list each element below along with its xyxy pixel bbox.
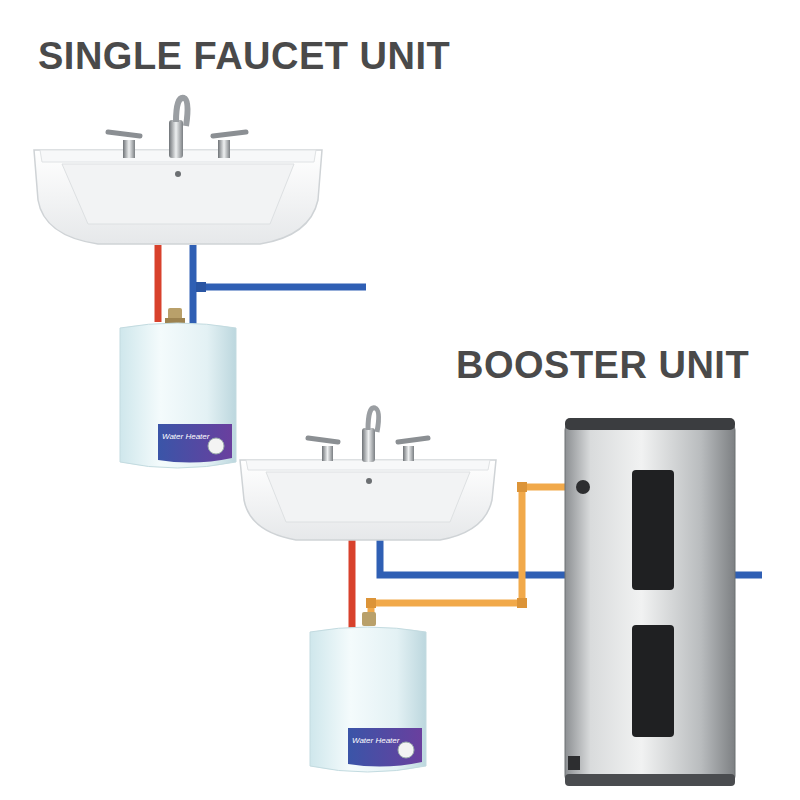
dial: [398, 742, 414, 758]
dial: [208, 438, 224, 454]
handle: [308, 438, 338, 442]
small-water-heater: [310, 627, 426, 772]
sink: [240, 460, 496, 540]
heater-badge-text: Water Heater: [352, 737, 399, 745]
valve: [362, 612, 376, 626]
single-faucet-unit: [34, 98, 366, 468]
faucet: [362, 428, 375, 462]
handle: [398, 438, 428, 442]
heater-badge-text: Water Heater: [162, 433, 209, 441]
hot-pipe: [349, 538, 356, 628]
heater-badge: [348, 728, 422, 767]
small-water-heater: [120, 323, 236, 468]
storage-tank: [565, 422, 735, 784]
section-heading: BOOSTER UNIT: [456, 345, 749, 387]
hot-pipe: [155, 245, 162, 322]
heater-badge: [158, 424, 232, 463]
handle: [108, 132, 140, 136]
sink: [34, 150, 322, 244]
access-panel: [632, 470, 674, 590]
access-panel: [632, 625, 674, 737]
cold-supply-pipe: [193, 284, 366, 291]
faucet: [169, 120, 183, 158]
handle: [213, 132, 246, 136]
booster-unit: [240, 408, 762, 786]
section-heading: SINGLE FAUCET UNIT: [38, 36, 450, 78]
